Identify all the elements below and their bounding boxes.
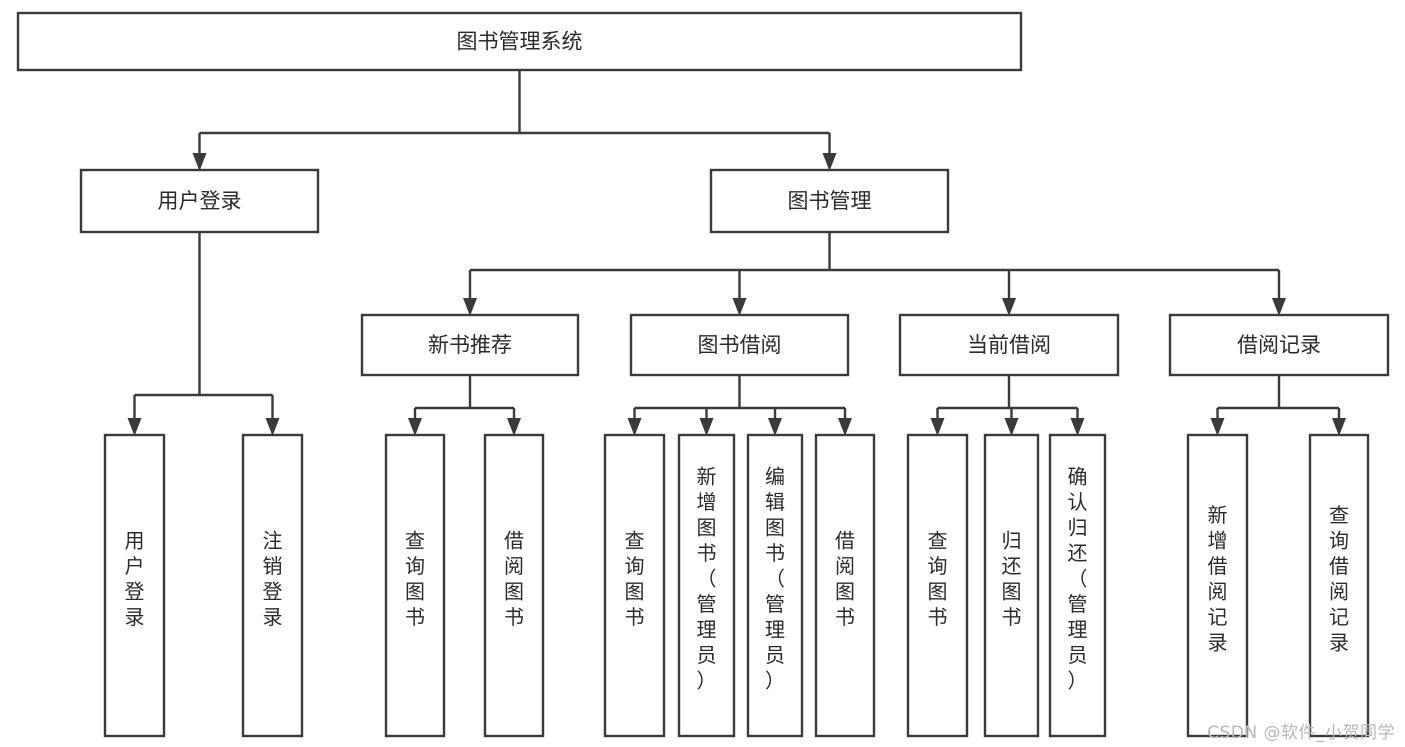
borrow-record-to-leaf-arrow-icon-0 [1210,418,1225,436]
node-leaf-user-login-label: 用户登录 [125,528,145,629]
node-leaf-logout-login-label: 注销登录 [263,528,283,629]
node-leaf-query-book-1[interactable]: 查询图书 [384,433,446,738]
new-book-recommend-to-leaf-arrow-icon-1 [507,418,521,436]
bookmanage-to-l3-arrow-icon-3 [1272,298,1286,316]
new-book-recommend-to-leaf-arrow-icon-0 [408,418,422,436]
current-borrow-to-leaf-arrow-icon-1 [1004,418,1019,436]
bookmanage-to-l3-arrow-icon-0 [463,298,477,316]
book-borrow-to-leaf-arrow-icon-1 [699,418,714,436]
node-leaf-query-book-2-label: 查询图书 [625,528,645,629]
node-leaf-return-book[interactable]: 归还图书 [983,433,1040,738]
node-leaf-query-book-3[interactable]: 查询图书 [906,433,969,738]
node-root[interactable]: 图书管理系统 [16,11,1023,72]
watermark-label: CSDN @软件_小贺同学 [1207,723,1395,743]
node-borrow-record[interactable]: 借阅记录 [1168,313,1390,377]
node-leaf-query-borrow-record[interactable]: 查询借阅记录 [1308,433,1370,738]
book-borrow-to-leaf-arrow-icon-2 [768,418,782,436]
bookmanage-to-l3-arrow-icon-2 [1002,298,1016,316]
userlogin-to-leaf-arrow-icon-0 [127,418,142,436]
node-book-borrow-label: 图书借阅 [698,333,782,357]
node-leaf-return-book-label: 归还图书 [1002,528,1022,629]
node-leaf-add-borrow-record-label: 新增借阅记录 [1208,503,1228,655]
node-book-manage[interactable]: 图书管理 [709,168,950,234]
borrow-record-to-leaf-arrow-icon-1 [1332,418,1346,436]
connector-layer [127,70,1346,436]
root-to-l2-arrow-icon-1 [822,153,837,171]
node-leaf-edit-book-admin[interactable]: 编辑图书（管理员） [746,433,804,738]
node-leaf-borrow-book-1[interactable]: 借阅图书 [483,433,545,738]
node-leaf-confirm-return-admin-label: 确认归还（管理员） [1068,465,1088,693]
node-layer: 图书管理系统用户登录图书管理新书推荐图书借阅当前借阅借阅记录用户登录注销登录查询… [16,11,1390,738]
node-root-label: 图书管理系统 [457,30,583,54]
current-borrow-to-leaf-arrow-icon-2 [1070,418,1085,436]
node-leaf-edit-book-admin-label: 编辑图书（管理员） [765,465,785,693]
node-leaf-query-book-2[interactable]: 查询图书 [603,433,666,738]
node-leaf-borrow-book-1-label: 借阅图书 [504,528,524,629]
node-borrow-record-label: 借阅记录 [1237,333,1321,357]
node-leaf-borrow-book-2[interactable]: 借阅图书 [814,433,876,738]
node-leaf-query-book-1-label: 查询图书 [405,528,425,629]
node-new-book-recommend-label: 新书推荐 [428,333,512,357]
node-leaf-borrow-book-2-label: 借阅图书 [835,528,855,629]
userlogin-to-leaf-arrow-icon-1 [265,418,280,436]
node-leaf-user-login[interactable]: 用户登录 [103,433,166,738]
root-to-l2-arrow-icon-0 [192,153,207,171]
node-leaf-query-borrow-record-label: 查询借阅记录 [1329,503,1349,655]
bookmanage-to-l3-arrow-icon-1 [732,298,747,316]
node-leaf-logout-login[interactable]: 注销登录 [241,433,304,738]
current-borrow-to-leaf-arrow-icon-0 [930,418,945,436]
node-current-borrow-label: 当前借阅 [967,333,1051,357]
node-leaf-query-book-3-label: 查询图书 [928,528,948,629]
node-user-login[interactable]: 用户登录 [79,168,320,234]
book-borrow-to-leaf-arrow-icon-0 [627,418,642,436]
node-new-book-recommend[interactable]: 新书推荐 [360,313,580,377]
node-book-manage-label: 图书管理 [788,189,872,213]
book-borrow-to-leaf-arrow-icon-3 [838,418,852,436]
node-leaf-add-book-admin[interactable]: 新增图书（管理员） [677,433,736,738]
node-book-borrow[interactable]: 图书借阅 [629,313,850,377]
node-current-borrow[interactable]: 当前借阅 [898,313,1120,377]
node-leaf-confirm-return-admin[interactable]: 确认归还（管理员） [1048,433,1107,738]
node-leaf-add-borrow-record[interactable]: 新增借阅记录 [1186,433,1249,738]
node-user-login-label: 用户登录 [158,189,242,213]
node-leaf-add-book-admin-label: 新增图书（管理员） [697,465,717,693]
